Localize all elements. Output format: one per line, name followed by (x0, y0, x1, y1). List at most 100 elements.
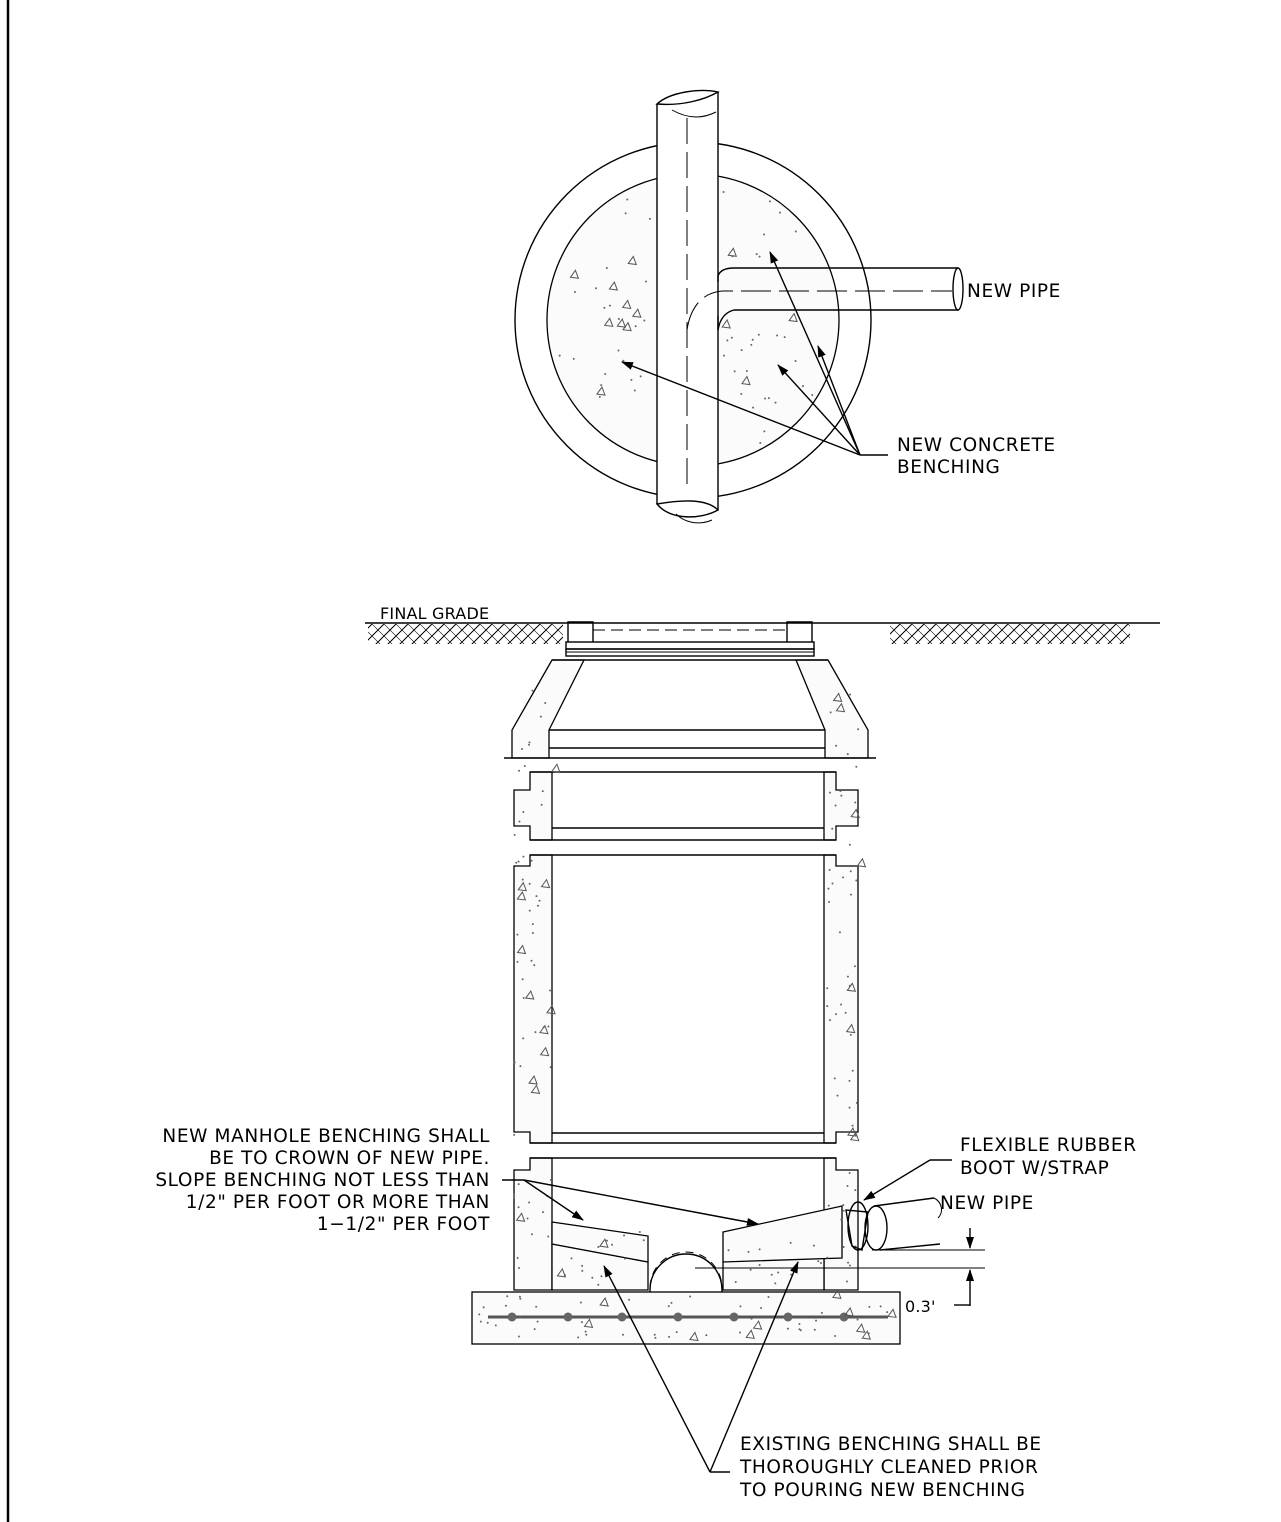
aggregate-dot (518, 1295, 521, 1298)
aggregate-dot (591, 1276, 594, 1279)
aggregate-dot (848, 1106, 851, 1109)
aggregate-dot (538, 899, 541, 902)
aggregate-dot (522, 811, 525, 814)
aggregate-dot (530, 1233, 533, 1236)
aggregate-mark (516, 890, 527, 901)
aggregate-dot (828, 868, 831, 871)
manhole-note-line1: NEW MANHOLE BENCHING SHALL (162, 1126, 490, 1147)
cone-right-wall (795, 659, 869, 759)
aggregate-dot (767, 1295, 770, 1298)
final-grade-label: FINAL GRADE (380, 604, 489, 623)
aggregate-dot (522, 996, 525, 999)
aggregate-dot (675, 1331, 678, 1334)
aggregate-dot (828, 1019, 831, 1022)
aggregate-dot (535, 1305, 538, 1308)
aggregate-dot (750, 1317, 753, 1320)
pipe-bottom-end (655, 500, 720, 518)
aggregate-dot (504, 1304, 507, 1307)
aggregate-mark (596, 386, 606, 396)
aggregate-dot (829, 791, 832, 794)
soil-hatch-right (890, 624, 1130, 644)
aggregate-dot (853, 965, 856, 968)
pipe-top-end (655, 89, 720, 106)
aggregate-mark (832, 692, 843, 703)
new-benching-left (551, 1221, 649, 1263)
aggregate-dot (518, 1266, 521, 1269)
aggregate-dot (648, 217, 651, 220)
aggregate-mark (569, 269, 580, 279)
aggregate-dot (750, 343, 753, 346)
aggregate-dot (542, 1026, 545, 1029)
new-pipe-top (717, 267, 958, 282)
riser-1-left-wall (513, 771, 553, 841)
aggregate-dot (745, 370, 748, 373)
aggregate-dot (826, 1005, 829, 1008)
aggregate-dot (776, 334, 779, 337)
aggregate-dot (849, 1033, 852, 1036)
aggregate-dot (513, 1133, 516, 1136)
aggregate-dot (770, 1273, 773, 1276)
aggregate-dot (817, 1260, 820, 1263)
boot-strap (847, 1201, 869, 1251)
aggregate-dot (879, 1305, 882, 1308)
aggregate-dot (799, 1329, 802, 1332)
aggregate-dot (536, 1320, 539, 1323)
aggregate-dot (539, 715, 542, 718)
aggregate-dot (839, 790, 842, 793)
aggregate-dot (848, 1264, 851, 1267)
aggregate-dot (848, 1079, 851, 1082)
aggregate-dot (854, 1189, 857, 1192)
cone-left-wall (511, 659, 586, 759)
aggregate-dot (521, 878, 524, 881)
aggregate-mark (745, 1329, 756, 1339)
frame (567, 621, 813, 642)
aggregate-dot (751, 338, 754, 341)
aggregate-dot (516, 933, 519, 936)
aggregate-dot (886, 1311, 889, 1314)
aggregate-dot (577, 1336, 580, 1339)
aggregate-dot (844, 1011, 847, 1014)
aggregate-dot (838, 931, 841, 934)
aggregate-dot (842, 1204, 845, 1207)
aggregate-dot (667, 1305, 670, 1308)
aggregate-mark (616, 318, 627, 328)
aggregate-dot (763, 430, 766, 433)
aggregate-dot (851, 1069, 854, 1072)
aggregate-dot (598, 395, 601, 398)
manhole-note-line3: SLOPE BENCHING NOT LESS THAN (155, 1170, 490, 1191)
aggregate-dot (585, 1333, 588, 1336)
aggregate-dot (617, 349, 620, 352)
aggregate-dot (722, 190, 725, 193)
aggregate-dot (850, 893, 853, 896)
aggregate-dot (855, 879, 858, 882)
aggregate-dot (530, 959, 533, 962)
aggregate-dot (517, 1183, 520, 1186)
aggregate-dot (573, 290, 576, 293)
plan-view: NEW PIPE NEW CONCRETE BENCHING (514, 89, 1060, 524)
aggregate-dot (826, 987, 829, 990)
aggregate-dot (840, 1003, 843, 1006)
aggregate-dot (486, 1321, 489, 1324)
aggregate-dot (812, 1244, 815, 1247)
aggregate-mark (846, 982, 857, 992)
aggregate-dot (608, 304, 611, 307)
aggregate-dot (478, 1313, 481, 1316)
aggregate-dot (763, 397, 766, 400)
aggregate-dot (523, 765, 526, 768)
base-left-wall (513, 1157, 553, 1291)
aggregate-dot (827, 1204, 830, 1207)
aggregate-dot (533, 1328, 536, 1331)
aggregate-dot (624, 212, 627, 215)
rebar-section-dot (783, 1312, 793, 1322)
aggregate-dot (518, 820, 521, 823)
aggregate-mark (515, 1212, 526, 1222)
aggregate-mark (850, 808, 860, 819)
aggregate-dot (840, 1218, 843, 1221)
aggregate-mark (887, 1308, 897, 1318)
aggregate-dot (506, 1295, 509, 1298)
aggregate-dot (827, 887, 830, 890)
aggregate-dot (833, 1077, 836, 1080)
aggregate-mark (741, 375, 751, 386)
aggregate-dot (842, 876, 845, 879)
aggregate-mark (855, 1323, 866, 1333)
